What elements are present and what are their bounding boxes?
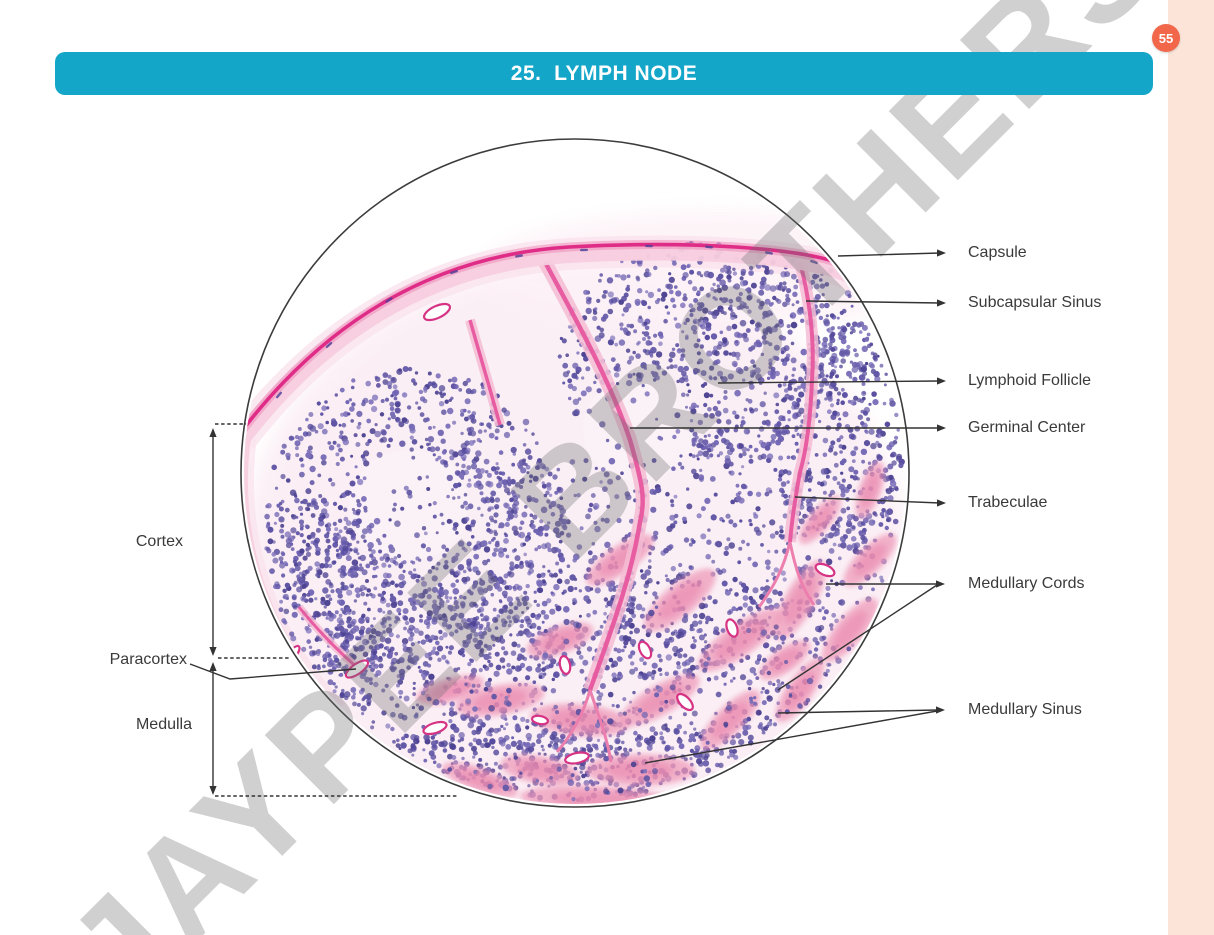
page-edge-stripe [1168, 0, 1214, 935]
page-number-badge: 55 [1152, 24, 1180, 52]
label-capsule: Capsule [968, 244, 1027, 261]
label-lymphoid-follicle: Lymphoid Follicle [968, 372, 1092, 389]
page-number: 55 [1158, 30, 1174, 46]
label-cortex: Cortex [135, 533, 183, 550]
chapter-header-bar: 25. LYMPH NODE [55, 52, 1153, 95]
micrograph-figure [239, 137, 911, 809]
chapter-title: 25. LYMPH NODE [510, 61, 698, 85]
lymph-node-micrograph [240, 138, 910, 808]
label-medullary-cords: Medullary Cords [968, 575, 1085, 592]
label-germinal-center: Germinal Center [968, 419, 1086, 436]
label-paracortex: Paracortex [109, 651, 187, 668]
label-medullary-sinus: Medullary Sinus [968, 701, 1082, 718]
label-subcapsular-sinus: Subcapsular Sinus [968, 294, 1102, 311]
label-medulla: Medulla [135, 716, 192, 733]
label-trabeculae: Trabeculae [968, 494, 1048, 511]
